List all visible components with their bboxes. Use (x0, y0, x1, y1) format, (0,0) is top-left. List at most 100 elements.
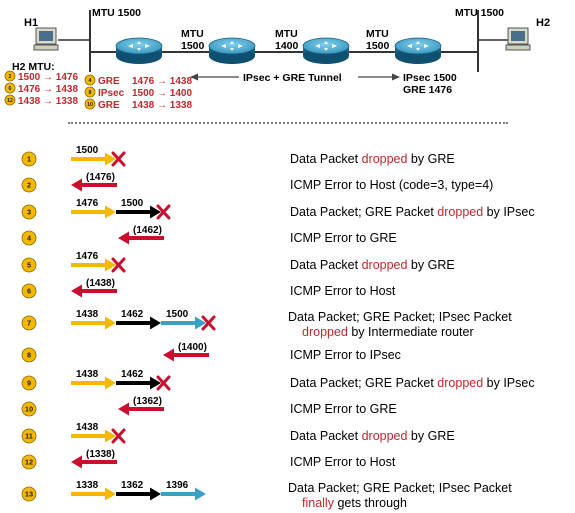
description-text: Data Packet; GRE Packet; IPsec Packet (288, 481, 512, 495)
router-icon (208, 37, 256, 64)
step-number: 11 (25, 432, 33, 441)
step-description: ICMP Error to GRE (290, 231, 397, 245)
highlight-word: dropped (362, 258, 408, 272)
description-text: ICMP Error to GRE (290, 402, 397, 416)
drop-x-icon (111, 428, 126, 444)
forward-packet-arrow: 1362 (116, 480, 161, 501)
step-description: Data Packet; GRE Packet dropped by IPsec (290, 376, 535, 390)
h2-mtu-change-badge: 12 (4, 94, 16, 106)
mtu-link-1-value: 1500 (181, 40, 205, 52)
step-number: 5 (27, 261, 31, 270)
forward-packet-arrow: 1338 (71, 480, 116, 501)
step-number: 10 (87, 102, 93, 108)
right-info-ipsec: IPsec 1500 (403, 72, 457, 84)
step-number-badge: 3 (21, 204, 37, 220)
step-row: 8 (1400) ICMP Error to IPsec (21, 342, 401, 363)
description-text: Data Packet (290, 429, 362, 443)
step-row: 13 1338 1362 1396 Data Packet; GRE Packet; I… (21, 480, 512, 510)
icmp-error-arrow: (1362) (118, 396, 164, 416)
forward-packet-arrow: 1438 (71, 369, 116, 390)
step-description: ICMP Error to Host (290, 455, 396, 469)
step-number: 8 (27, 351, 31, 360)
highlight-word: dropped (437, 205, 483, 219)
highlight-word: dropped (302, 325, 348, 339)
description-text: Data Packet; GRE Packet (290, 376, 437, 390)
packet-size-label: 1462 (121, 309, 144, 320)
step-number: 12 (7, 98, 13, 104)
icmp-mtu-label: (1438) (86, 278, 115, 289)
step-number: 6 (9, 86, 12, 92)
step-row: 2(1476)ICMP Error to Host (code=3, type=… (21, 172, 493, 193)
step-number-badge: 5 (21, 257, 37, 273)
h1-label: H1 (24, 17, 38, 29)
step-number: 2 (27, 181, 31, 190)
description-text: by IPsec (483, 376, 534, 390)
step-number-badge: 13 (21, 486, 37, 502)
step-number-badge: 4 (21, 230, 37, 246)
forward-packet-arrow: 1438 (71, 309, 116, 330)
right-info-gre: GRE 1476 (403, 84, 452, 96)
drop-x-icon (156, 375, 171, 391)
packet-size-label: 1338 (76, 480, 99, 491)
step-description: dropped by Intermediate router (302, 325, 474, 339)
h2-mtu-label: MTU 1500 (455, 7, 504, 19)
description-text: by GRE (407, 152, 454, 166)
packet-size-label: 1500 (76, 145, 99, 156)
description-text: ICMP Error to Host (290, 284, 396, 298)
packet-size-label: 1396 (166, 480, 189, 491)
forward-packet-arrow: 1396 (161, 480, 206, 501)
step-description: finally gets through (302, 496, 407, 510)
icmp-error-arrow: (1400) (163, 342, 209, 362)
forward-packet-arrow: 1462 (116, 369, 161, 390)
h2-mtu-change-text: 1476 → 1438 (18, 84, 78, 95)
forward-packet-arrow: 1500 (116, 198, 161, 219)
step-number: 12 (25, 458, 33, 467)
packet-size-label: 1438 (76, 309, 99, 320)
description-text: ICMP Error to IPsec (290, 348, 401, 362)
step-row: 7 1438 1462 1500 Data Packet; GRE Packet; IP… (21, 309, 512, 339)
packet-size-label: 1438 (76, 369, 99, 380)
packet-size-label: 1500 (121, 198, 144, 209)
step-number-badge: 1 (21, 151, 37, 167)
icmp-error-arrow: (1438) (71, 278, 117, 298)
gre-ipsec-change-text: 1500 → 1400 (132, 88, 192, 99)
gre-ipsec-change-text: 1438 → 1338 (132, 100, 192, 111)
highlight-word: dropped (362, 429, 408, 443)
tunnel-endpoint-name: GRE (98, 76, 120, 87)
step-description: Data Packet; GRE Packet; IPsec Packet (288, 481, 512, 495)
step-number-badge: 8 (21, 347, 37, 363)
description-text: gets through (334, 496, 407, 510)
h1-computer-icon (33, 27, 59, 51)
step-number: 8 (89, 90, 92, 96)
drop-x-icon (201, 315, 216, 331)
h2-computer-icon (505, 27, 531, 51)
step-number: 13 (25, 490, 33, 499)
step-description: ICMP Error to GRE (290, 402, 397, 416)
step-number-badge: 7 (21, 315, 37, 331)
packet-size-label: 1462 (121, 369, 144, 380)
drop-x-icon (111, 151, 126, 167)
icmp-mtu-label: (1338) (86, 449, 115, 460)
h2-mtu-change-badge: 2 (4, 70, 16, 82)
router-icon (115, 37, 163, 64)
step-description: Data Packet dropped by GRE (290, 152, 455, 166)
step-row: 4 (1462) ICMP Error to GRE (21, 225, 397, 246)
packet-size-label: 1500 (166, 309, 189, 320)
description-text: ICMP Error to GRE (290, 231, 397, 245)
highlight-word: dropped (362, 152, 408, 166)
tunnel-endpoint-name: IPsec (98, 88, 125, 99)
mtu-link-1-title: MTU (181, 28, 204, 40)
mtu-link-3-title: MTU (366, 28, 389, 40)
drop-x-icon (111, 257, 126, 273)
router-icon (394, 37, 442, 64)
step-number-badge: 2 (21, 177, 37, 193)
icmp-error-arrow: (1338) (71, 449, 117, 469)
icmp-mtu-label: (1462) (133, 225, 162, 236)
step-number: 10 (25, 405, 33, 414)
step-description: Data Packet; GRE Packet; IPsec Packet (288, 310, 512, 324)
